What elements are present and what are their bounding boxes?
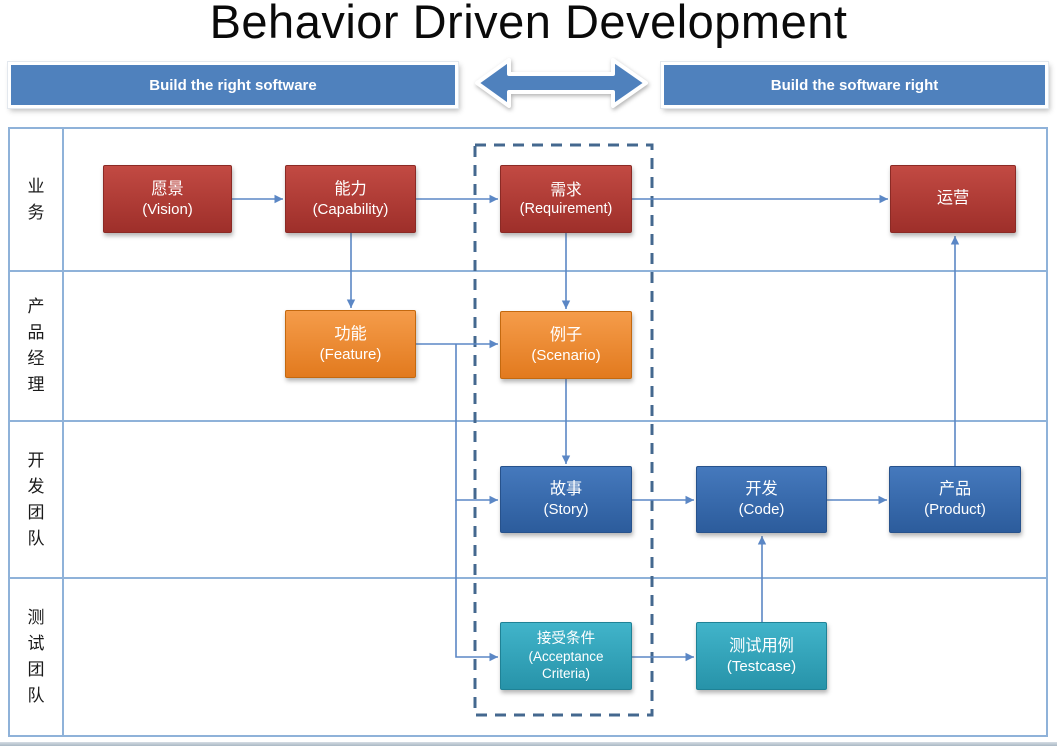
swimlane-table: 业务 产品经理 开发团队 测试团队 [8,127,1048,737]
double-arrow-icon [475,58,648,108]
banner-right: Build the software right [661,62,1048,108]
lane-body-business [64,129,1046,270]
lane-label-test-team: 测试团队 [10,579,64,735]
slide-bottom-edge [0,742,1057,746]
lane-product-manager: 产品经理 [10,272,1046,422]
lane-business: 业务 [10,129,1046,272]
banner-left: Build the right software [8,62,458,108]
lane-label-dev-team: 开发团队 [10,422,64,577]
banner-right-label: Build the software right [770,76,939,94]
lane-label-business: 业务 [10,129,64,270]
lane-body-product-manager [64,272,1046,420]
lane-body-dev-team [64,422,1046,577]
lane-dev-team: 开发团队 [10,422,1046,579]
lane-body-test-team [64,579,1046,735]
banner-left-label: Build the right software [149,76,317,94]
lane-test-team: 测试团队 [10,579,1046,735]
page-title: Behavior Driven Development [209,0,848,48]
lane-label-product-manager: 产品经理 [10,272,64,420]
